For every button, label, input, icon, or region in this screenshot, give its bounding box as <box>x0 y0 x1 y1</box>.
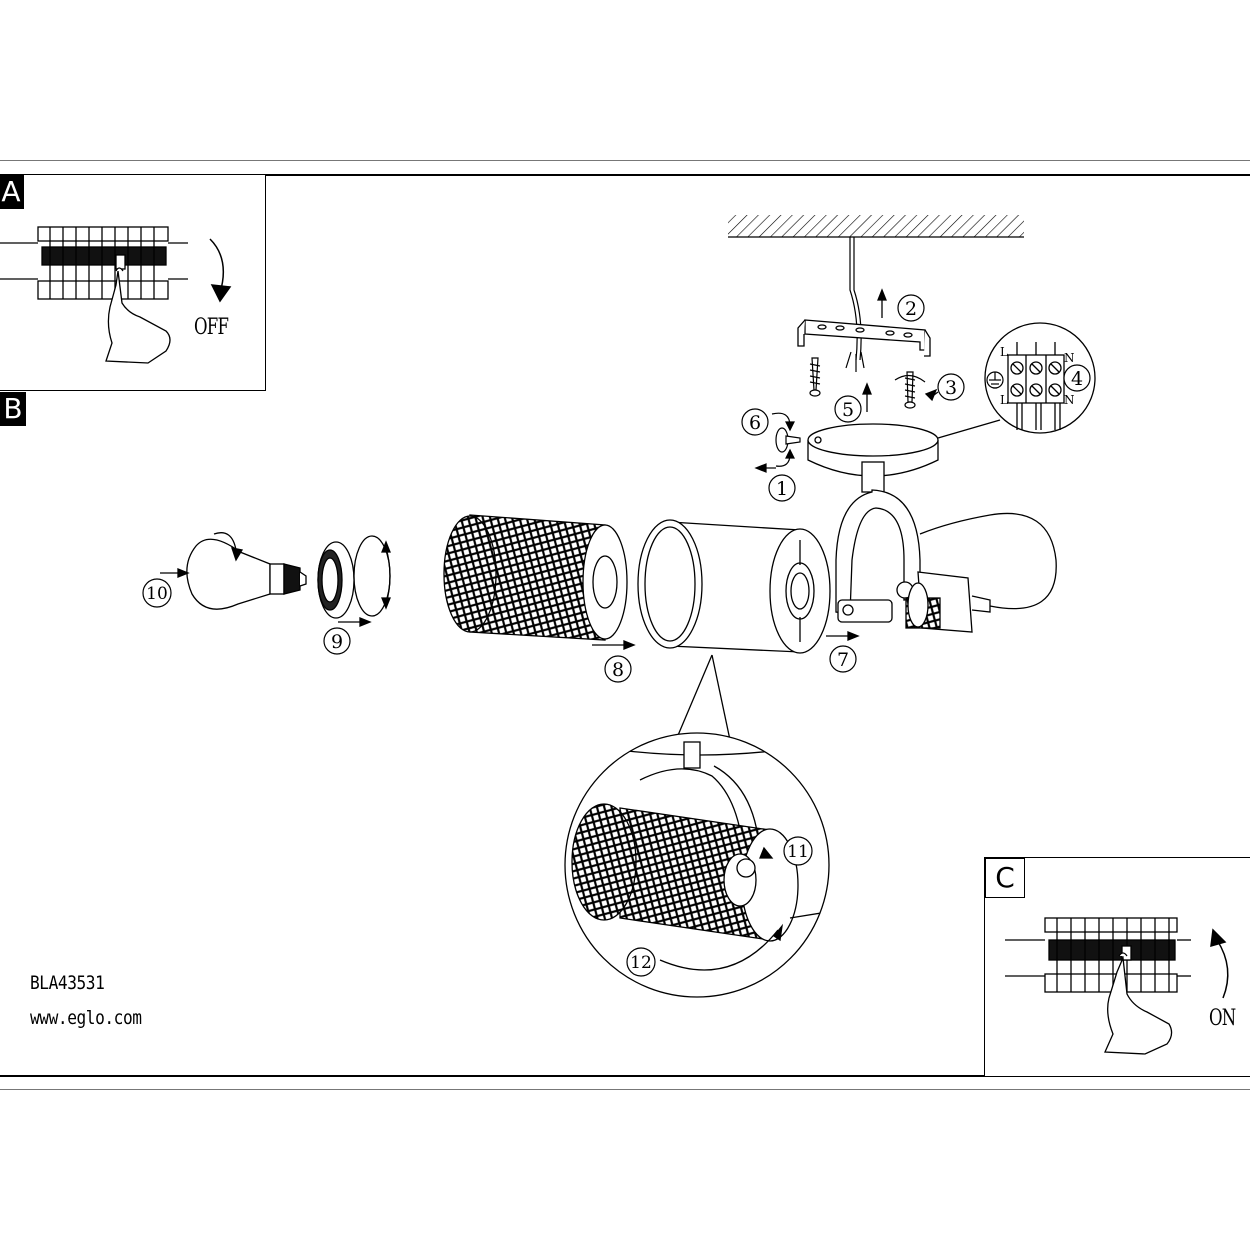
frame-top-line <box>0 160 1250 161</box>
step-10-callout <box>142 578 172 608</box>
website-link[interactable]: www.eglo.com <box>30 1007 142 1029</box>
step-arrow-icon <box>862 288 939 412</box>
terminal-l-top: L <box>1000 345 1008 359</box>
step-4-number: 4 <box>1071 368 1083 390</box>
panel-b-label: B <box>0 392 26 426</box>
step-5-callout <box>834 395 862 423</box>
action-off-text: OFF <box>194 315 229 340</box>
lamp-shade <box>637 519 831 654</box>
lock-ring <box>317 541 355 619</box>
panel-a-label: A <box>0 175 24 209</box>
terminal-letters: L N L N <box>1000 345 1075 407</box>
terminal-n-bottom: N <box>1064 393 1075 407</box>
lamp-yoke <box>835 461 921 623</box>
step-12-number: 12 <box>630 953 652 973</box>
zoom-connector <box>675 654 731 741</box>
step-1-callout <box>768 474 796 502</box>
step-6-callout <box>741 408 769 436</box>
step-callouts <box>142 294 1091 977</box>
light-bulb <box>186 538 307 610</box>
hand-icon <box>1104 952 1173 1055</box>
earth-symbol-icon <box>986 371 1004 389</box>
step-8-callout <box>604 655 632 683</box>
frame-bottom-border <box>0 1075 1250 1077</box>
direction-arrow-icon <box>160 568 860 650</box>
step-5-number: 5 <box>842 399 854 421</box>
screw-icon <box>809 357 821 397</box>
step-3-number: 3 <box>945 377 957 399</box>
step-numbers: 1 2 3 4 5 6 7 8 9 10 11 12 <box>146 298 1083 973</box>
ceiling-canopy <box>807 419 1001 477</box>
terminal-n-top: N <box>1064 351 1075 365</box>
terminal-block-detail <box>984 322 1096 434</box>
screw-icon <box>894 371 926 409</box>
ceiling-surface <box>728 215 1024 238</box>
breaker-on-illustration <box>1005 917 1229 1055</box>
switch-down-arrow-icon <box>209 238 232 303</box>
step-3-callout <box>937 373 965 401</box>
step-11-number: 11 <box>787 842 809 862</box>
terminal-l-bottom: L <box>1000 393 1008 407</box>
step-7-number: 7 <box>837 649 849 671</box>
canopy-screw-icon <box>754 412 801 473</box>
step-6-number: 6 <box>749 412 761 434</box>
breaker-panel-icon <box>1005 917 1191 993</box>
step-4-callout <box>1063 364 1091 392</box>
step-9-callout <box>323 627 351 655</box>
bulb-rotate-arrow-icon <box>213 532 244 562</box>
step-12-callout <box>626 947 656 977</box>
step-10-number: 10 <box>146 584 168 604</box>
adjustment-detail <box>564 732 830 998</box>
step-8-number: 8 <box>612 659 624 681</box>
glass-disc <box>353 535 391 617</box>
lamp-socket <box>905 512 1057 633</box>
frame-bottom-line <box>0 1089 1250 1090</box>
step-1-number: 1 <box>776 478 788 500</box>
switch-up-arrow-icon <box>1210 928 1229 999</box>
step-11-callout <box>783 836 813 866</box>
panel-c-label: C <box>985 858 1025 898</box>
step-7-callout <box>829 645 857 673</box>
mounting-bracket <box>797 319 931 357</box>
mesh-cage <box>443 514 628 641</box>
frame-top-border <box>0 174 1250 176</box>
hand-icon <box>105 267 171 364</box>
panel-c: C ON <box>984 857 1250 1076</box>
mains-cable <box>845 237 865 372</box>
breaker-panel-icon <box>0 226 188 300</box>
model-number: BLA43531 <box>30 972 105 994</box>
step-2-number: 2 <box>905 298 917 320</box>
action-on-text: ON <box>1209 1006 1236 1031</box>
panel-a: A OFF <box>0 175 266 391</box>
step-9-number: 9 <box>331 631 343 653</box>
breaker-off-illustration <box>0 226 232 364</box>
step-2-callout <box>897 294 925 322</box>
